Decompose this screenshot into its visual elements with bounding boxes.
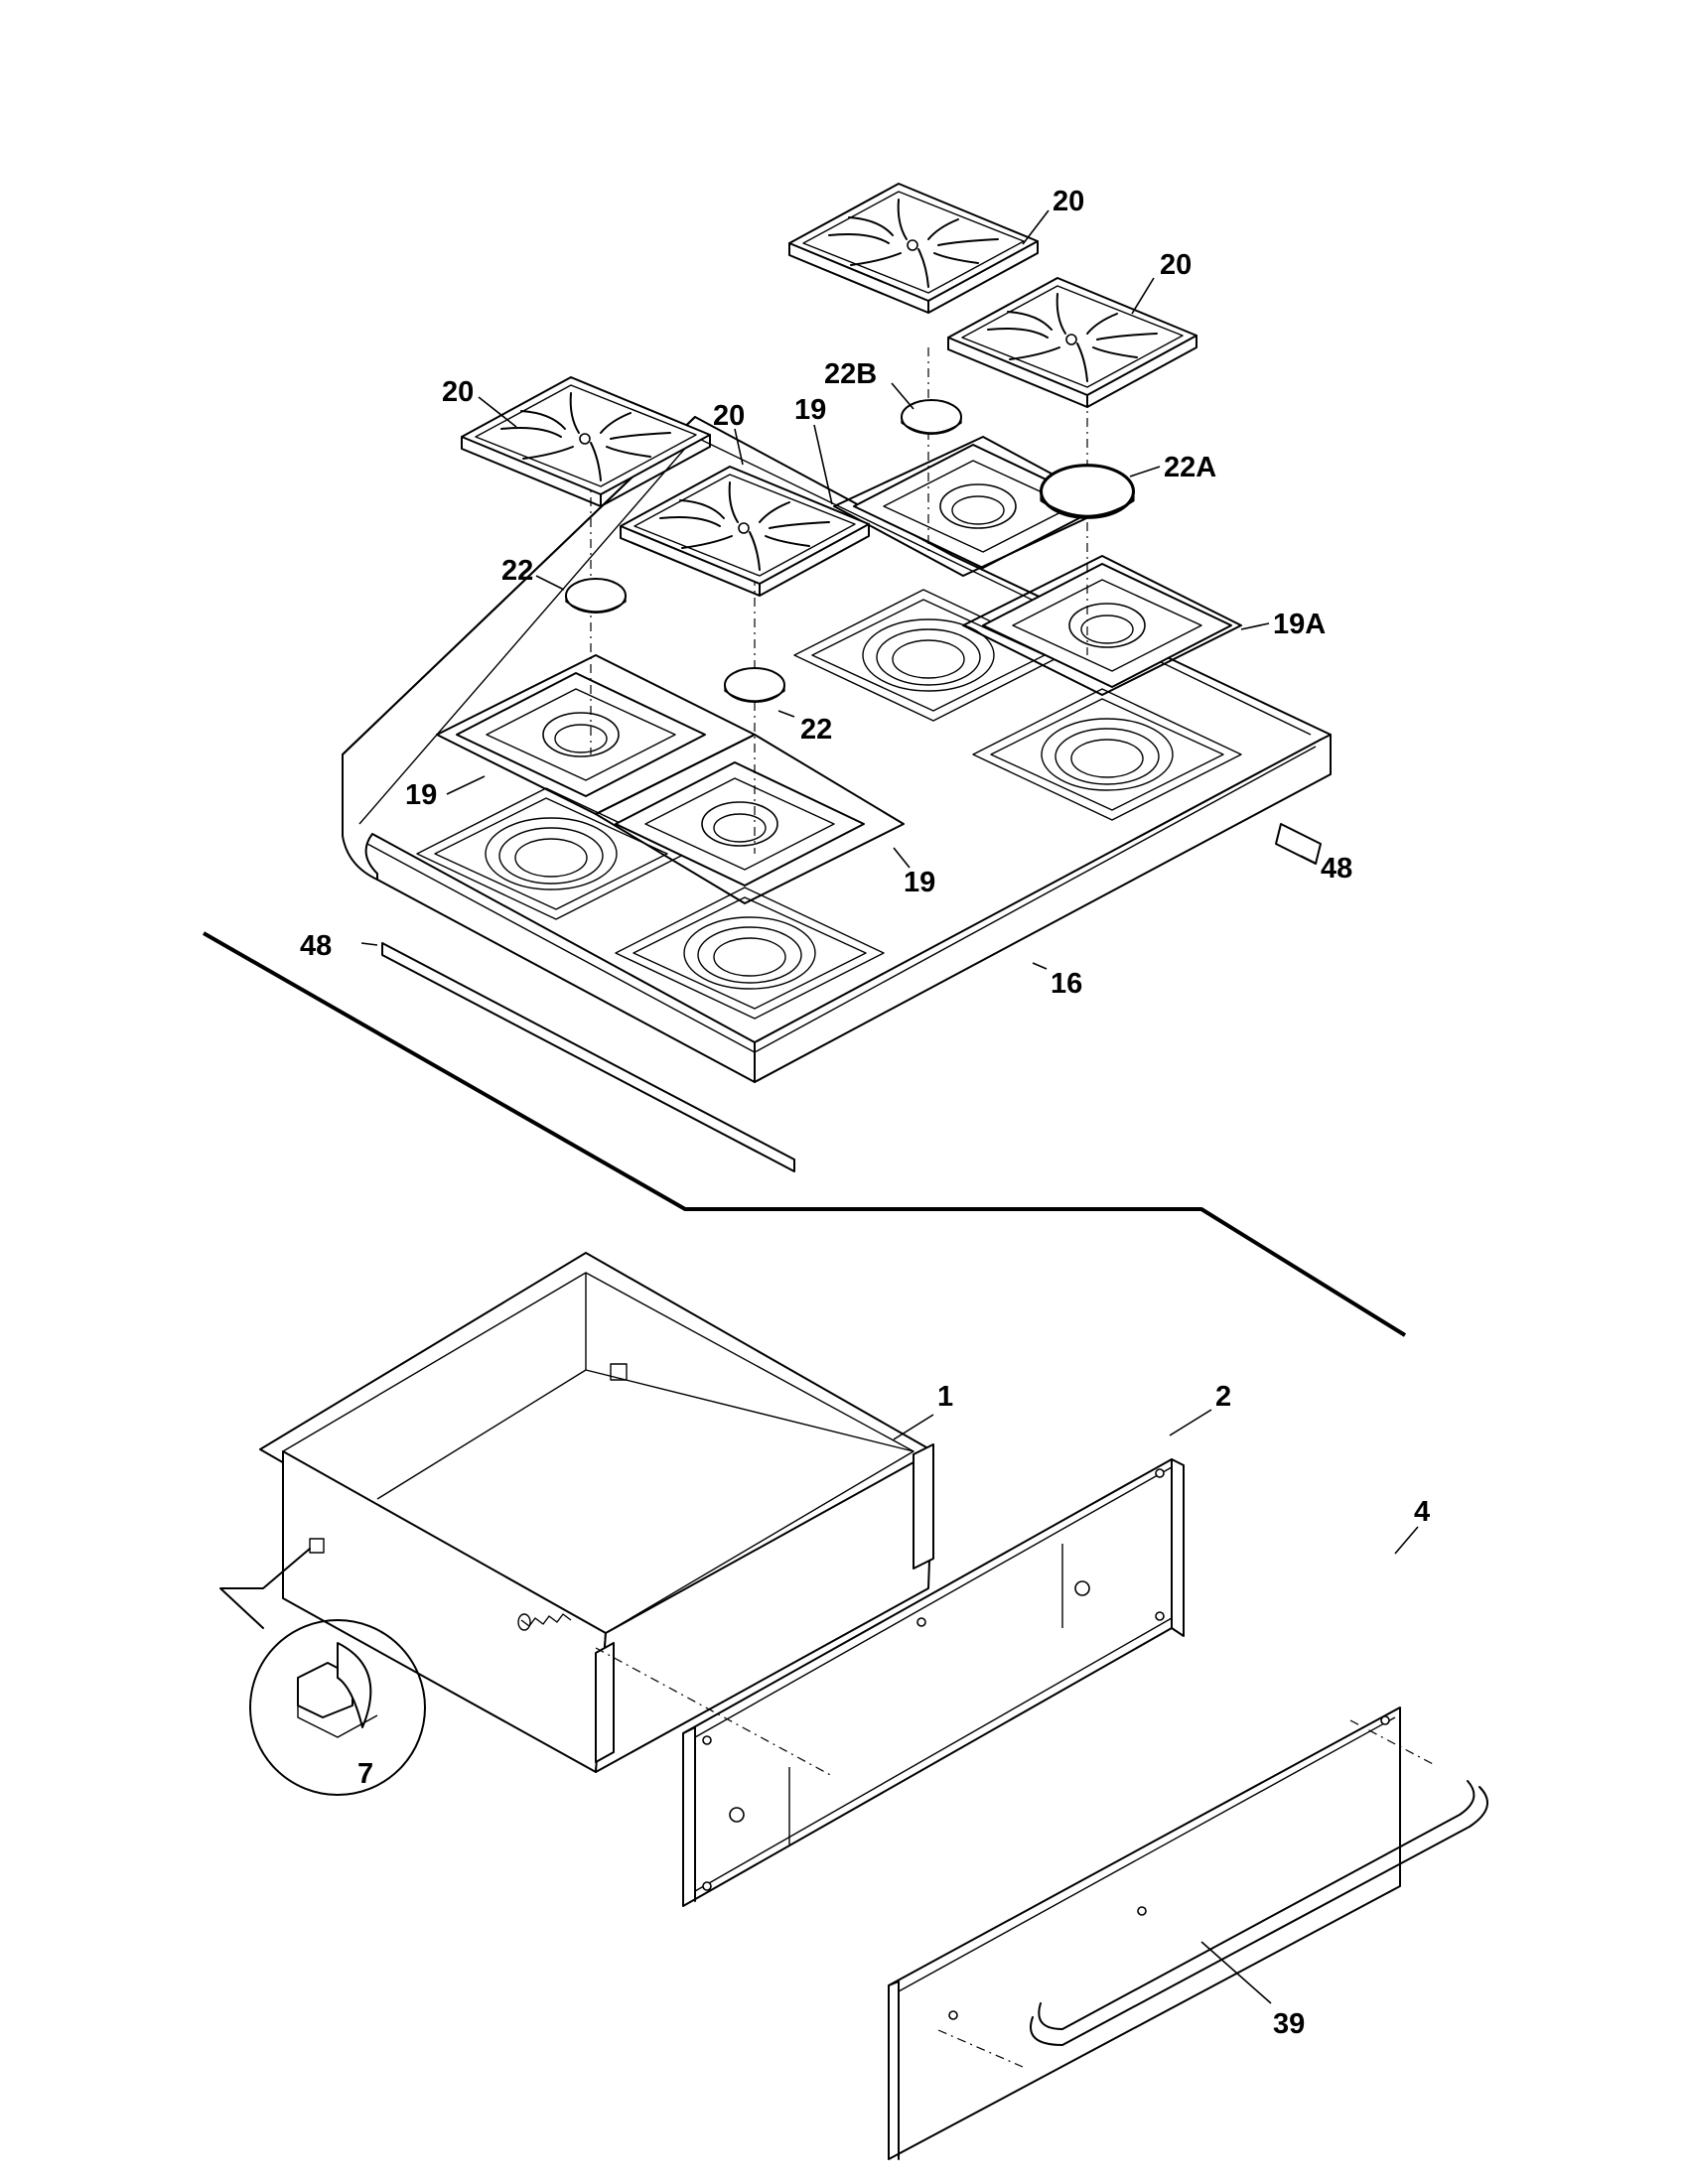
cooktop-assembly (342, 183, 1332, 1172)
callout-48-left: 48 (300, 930, 332, 962)
callout-7: 7 (357, 1758, 373, 1790)
alignment-lines (590, 347, 1088, 854)
callout-22b: 22B (824, 358, 877, 390)
callout-39: 39 (1273, 2008, 1305, 2040)
callout-2: 2 (1215, 1381, 1231, 1413)
callout-22-center: 22 (800, 714, 832, 746)
burner-pans (436, 436, 1242, 904)
callout-labels: 20 20 20 20 22B 19 22A 22 19A 22 19 19 4… (300, 186, 1430, 2040)
drawer-body (259, 1252, 934, 1773)
callout-20-rear-left: 20 (1053, 186, 1084, 217)
clip-detail (219, 1548, 426, 1796)
callout-19-rear: 19 (794, 394, 826, 426)
drawer-handle (1030, 1780, 1488, 2046)
fastener-alignment-lines (595, 1647, 1436, 2068)
callout-16: 16 (1051, 968, 1082, 1000)
callout-20-rear-right: 20 (1160, 249, 1192, 281)
callout-20-front-left: 20 (442, 376, 474, 408)
drawer-inner-panel (682, 1458, 1185, 1907)
drawer-front (888, 1706, 1401, 2160)
callout-19a: 19A (1273, 609, 1326, 640)
callout-20-front-right: 20 (713, 400, 745, 432)
callout-22-left: 22 (501, 555, 533, 587)
callout-48-right: 48 (1321, 853, 1352, 885)
callout-22a: 22A (1164, 452, 1216, 483)
drawer-assembly (219, 1252, 1488, 2160)
callout-19-front: 19 (904, 867, 935, 898)
callout-4: 4 (1414, 1496, 1430, 1528)
callout-1: 1 (937, 1381, 953, 1413)
side-trim-strips (381, 823, 1322, 1172)
callout-19-left: 19 (405, 779, 437, 811)
section-separator (203, 931, 1407, 1337)
leader-lines (360, 209, 1419, 2004)
